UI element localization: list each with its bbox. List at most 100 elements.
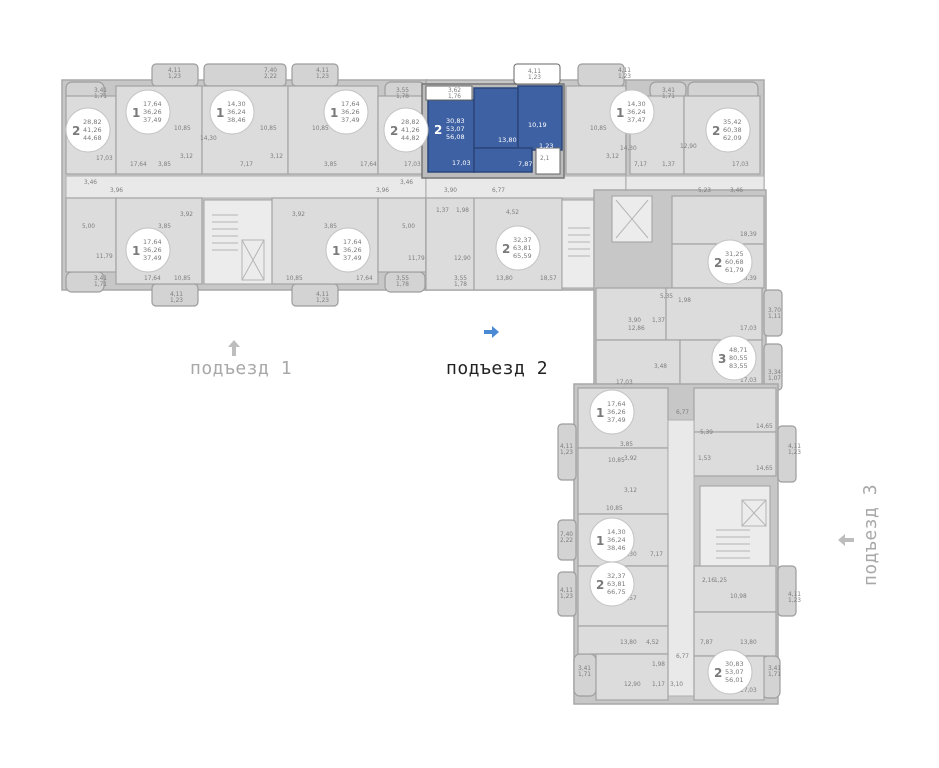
badge-area-a3: 83,55 [729,362,748,370]
badge-area-a1: 30,83 [725,660,744,668]
badge-area-a1: 17,64 [607,400,626,408]
hl-r5: 1,23 [539,142,553,150]
area-label-l62: 1,37 [662,160,675,168]
area-label-l05: 4,11 [316,66,329,74]
hl-r4: 7,87 [518,160,532,168]
area-label-l56: 3,55 [454,274,467,282]
badge-area-a1: 28,82 [83,118,102,126]
badge-circle [707,649,753,695]
area-label-l54: 13,80 [496,274,513,282]
area-label-l10: 10,85 [260,124,277,132]
area-label-l31: 3,85 [324,222,337,230]
area-label-l17: 7,17 [240,160,253,168]
badge-area-a1: 17,64 [143,100,162,108]
badge-area-a2: 53,07 [725,668,744,676]
area-label-l02: 1,23 [168,72,181,80]
badge-rooms: 2 [712,124,720,138]
badge-circle [383,107,429,153]
badge-area-a2: 41,26 [401,126,420,134]
area-label-l67: 3,41 [662,86,675,94]
badge-area-a2: 36,24 [227,108,246,116]
area-label-l39: 1,23 [170,296,183,304]
area-label-m22: 12,90 [624,680,641,688]
badge-area-a3: 44,82 [401,134,420,142]
area-label-m19: 1,98 [652,660,665,668]
area-label-l21: 17,03 [404,160,421,168]
badge-area-a1: 14,30 [627,100,646,108]
area-label-l71: 4,11 [618,66,631,74]
area-label-l20: 17,64 [360,160,377,168]
area-label-l58: 10,85 [590,124,607,132]
area-label-m14: 13,80 [620,638,637,646]
badge-area-a2: 60,68 [725,258,744,266]
hl-r1: 17,03 [452,159,471,167]
area-label-l57: 1,78 [454,280,467,288]
area-label-m01: 10,85 [606,504,623,512]
highlighted-apartment[interactable] [421,63,565,179]
area-label-l64: 17,03 [732,160,749,168]
area-label-l82: 17,03 [740,376,757,384]
badge-rooms: 1 [132,244,140,258]
badge-rooms: 2 [72,124,80,138]
badge-rooms: 1 [330,106,338,120]
area-label-l44: 3,55 [396,86,409,94]
area-label-m05: 7,17 [650,550,663,558]
area-label-l03: 7,40 [264,66,277,74]
entrance-2-arrow-icon [484,326,499,338]
area-label-l01: 4,11 [168,66,181,74]
area-label-l08: 1,71 [94,92,107,100]
area-label-l87: 6,77 [676,408,689,416]
area-label-l94: 3,92 [624,454,637,462]
area-label-l19: 3,85 [324,160,337,168]
area-label-m03: 2,22 [560,536,573,544]
area-label-l47: 1,78 [396,280,409,288]
area-label-l99: 1,23 [788,448,801,456]
area-label-l65: 5,23 [698,186,711,194]
entrance-3[interactable]: подъезд 3 [838,484,881,586]
apartment-8[interactable] [65,197,117,273]
badge-area-a2: 36,26 [341,108,360,116]
badge-area-a1: 17,64 [343,238,362,246]
area-label-l96: 14,65 [756,464,773,472]
badge-area-a1: 17,64 [143,238,162,246]
hl-rooms: 2 [434,123,442,137]
badge-area-a3: 62,09 [723,134,742,142]
area-label-m25: 17,03 [740,686,757,694]
area-label-l26: 5,00 [82,222,95,230]
area-label-l59: 3,12 [606,152,619,160]
area-label-m07: 2,16 [702,576,715,584]
area-label-l27: 11,79 [96,252,113,260]
hl-r6: 2,1 [540,154,550,162]
badge-area-a2: 36,26 [607,408,626,416]
area-label-l41: 1,23 [316,296,329,304]
entrance-1[interactable]: подъезд 1 [190,340,292,379]
area-label-l35: 17,64 [356,274,373,282]
hl-bal1: 3,62 [448,86,461,94]
badge-area-a3: 37,47 [627,116,646,124]
area-label-l48: 3,90 [444,186,457,194]
area-label-l14: 17,64 [130,160,147,168]
badge-area-a2: 36,24 [627,108,646,116]
entrance-2[interactable]: подъезд 2 [446,326,548,379]
badge-area-a2: 60,38 [723,126,742,134]
badge-area-a2: 41,26 [83,126,102,134]
badge-area-a2: 63,81 [607,580,626,588]
badge-area-a2: 36,26 [343,246,362,254]
area-label-l88: 14,65 [756,422,773,430]
